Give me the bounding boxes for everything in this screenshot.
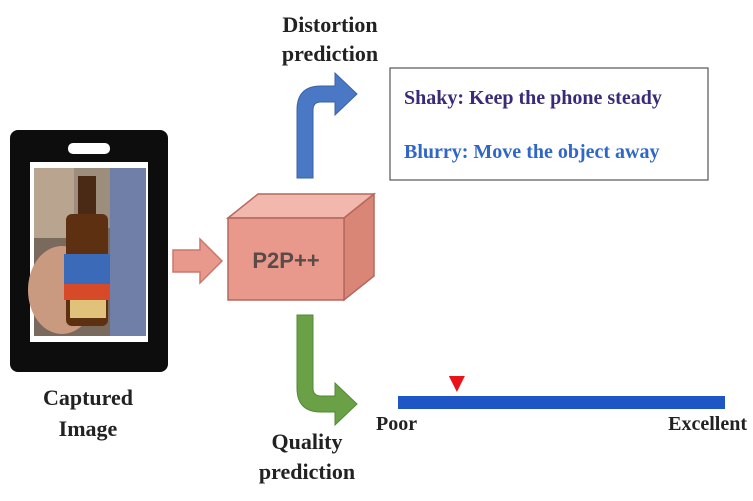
feedback-blurry: Blurry: Move the object away bbox=[404, 141, 660, 163]
feedback-shaky: Shaky: Keep the phone steady bbox=[404, 87, 662, 109]
quality-scale-bar bbox=[398, 396, 725, 409]
scale-low-label: Poor bbox=[376, 413, 417, 435]
model-label: P2P++ bbox=[252, 248, 319, 273]
quality-marker bbox=[448, 376, 465, 392]
quality-label-line1: Quality bbox=[272, 429, 343, 454]
captured-label-line2: Image bbox=[59, 416, 118, 441]
quality-arrow bbox=[296, 314, 358, 427]
captured-label-line1: Captured bbox=[43, 385, 133, 410]
scale-high-label: Excellent bbox=[668, 413, 747, 435]
distortion-arrow bbox=[296, 71, 358, 179]
model-cube: P2P++ bbox=[225, 192, 377, 302]
feedback-box bbox=[389, 67, 709, 181]
phone-icon bbox=[10, 130, 168, 372]
quality-scale: Poor Excellent bbox=[376, 376, 747, 435]
distortion-label-line2: prediction bbox=[282, 41, 378, 66]
distortion-label-line1: Distortion bbox=[282, 12, 377, 37]
input-arrow bbox=[172, 237, 224, 285]
quality-label-line2: prediction bbox=[259, 459, 355, 484]
captured-photo bbox=[28, 168, 146, 336]
